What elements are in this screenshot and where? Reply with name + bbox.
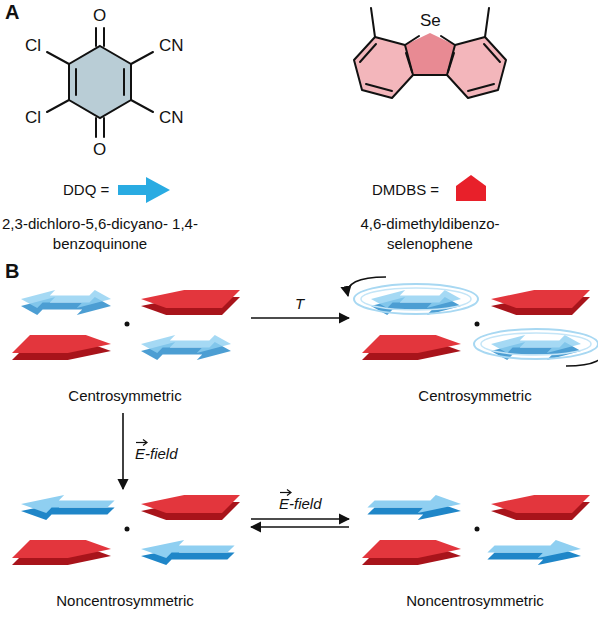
ddq-molecule	[362, 495, 470, 520]
crystal-state: Centrosymmetric	[5, 290, 245, 407]
separator-dot	[475, 322, 480, 327]
connector-line	[122, 413, 124, 489]
atom-label: Cl	[25, 36, 41, 56]
ddq-molecule	[132, 540, 240, 565]
state-transition	[251, 519, 349, 527]
atom-label: CN	[159, 36, 184, 56]
edge-label: E-field	[277, 489, 324, 513]
connector-line	[251, 317, 349, 319]
panel-letter: A	[5, 0, 19, 24]
ddq-molecule	[12, 495, 120, 520]
atom-label: O	[93, 140, 106, 160]
dmdbs-molecule	[132, 495, 240, 520]
state-caption: Noncentrosymmetric	[355, 592, 595, 610]
separator-dot	[125, 322, 130, 327]
atom-label: DMDBS =	[372, 181, 439, 199]
atom-label: CN	[159, 108, 184, 128]
crystal-state: Noncentrosymmetric	[5, 495, 245, 612]
separator-dot	[125, 527, 130, 532]
ddq-icon	[118, 177, 170, 203]
ddq-molecule	[482, 540, 590, 565]
edge-label: T	[293, 289, 306, 313]
crystal-state: Centrosymmetric	[355, 290, 595, 407]
ddq-structure	[47, 28, 153, 137]
panel-letter: B	[5, 259, 19, 283]
dmdbs-molecule	[362, 540, 470, 565]
atom-label: DDQ =	[63, 181, 109, 199]
vector-arrow	[280, 489, 292, 496]
connector-line	[251, 518, 349, 520]
rotation-mark	[474, 329, 598, 366]
state-caption: Noncentrosymmetric	[5, 592, 245, 610]
compound-name: 4,6-dimethyldibenzo- selenophene	[320, 214, 540, 254]
dmdbs-icon	[456, 175, 486, 201]
vector-arrow	[136, 439, 148, 446]
compound-name: 2,3-dichloro-5,6-dicyano- 1,4-benzoquino…	[0, 214, 210, 254]
dmdbs-molecule	[482, 495, 590, 520]
atom-label: Cl	[25, 108, 41, 128]
dmdbs-molecule	[12, 335, 120, 360]
state-caption: Centrosymmetric	[5, 387, 245, 405]
state-transition	[251, 318, 349, 319]
ddq-molecule	[132, 335, 240, 360]
dmdbs-molecule	[482, 290, 590, 315]
state-transition	[123, 413, 124, 489]
crystal-state: Noncentrosymmetric	[355, 495, 595, 612]
dmdbs-molecule	[12, 540, 120, 565]
edge-label: E-field	[133, 439, 180, 463]
ddq-molecule	[12, 290, 120, 315]
atom-label: Se	[420, 11, 441, 31]
atom-label: O	[93, 6, 106, 26]
rotation-mark	[348, 277, 478, 314]
connector-line	[251, 526, 349, 528]
dmdbs-molecule	[132, 290, 240, 315]
dmdbs-structure	[354, 8, 506, 98]
separator-dot	[475, 527, 480, 532]
dmdbs-molecule	[362, 335, 470, 360]
state-caption: Centrosymmetric	[355, 387, 595, 405]
